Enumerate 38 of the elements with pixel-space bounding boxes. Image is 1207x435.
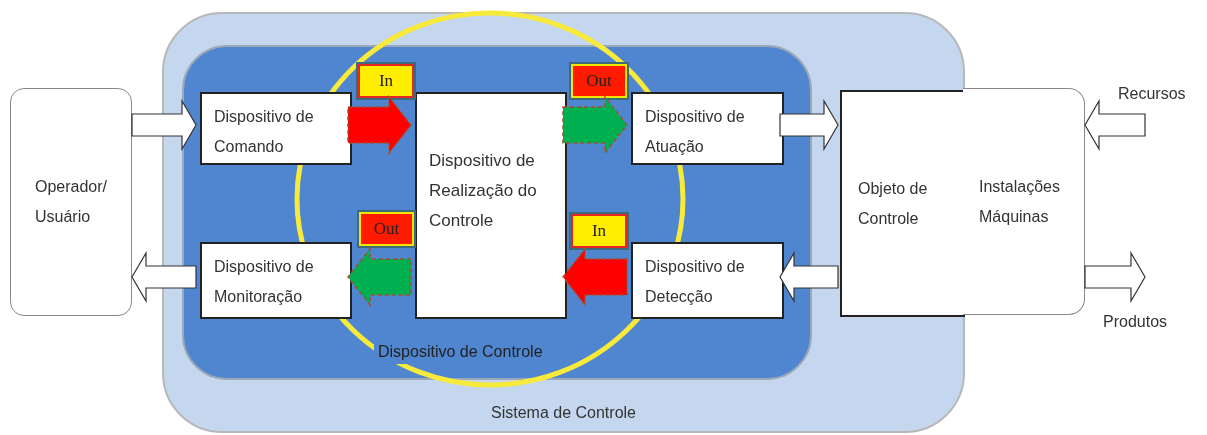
- tag-text: Out: [373, 218, 400, 241]
- node-label: Dispositivo de Comando: [214, 107, 315, 157]
- process-box: [631, 242, 784, 319]
- process-box: [10, 88, 132, 316]
- node-label: Dispositivo de Detecção: [645, 257, 746, 307]
- hollow-arrow: [131, 98, 197, 152]
- process-box: [963, 88, 1085, 315]
- block-arrow: [347, 94, 412, 156]
- hollow-arrow: [1084, 98, 1146, 152]
- tag-text: In: [378, 70, 394, 93]
- process-box: [200, 242, 352, 319]
- node-label: Operador/ Usuário: [35, 177, 109, 227]
- node-label: Dispositivo de Atuação: [645, 107, 746, 157]
- hollow-arrow: [779, 250, 839, 304]
- node-label: Dispositivo de Monitoração: [214, 257, 315, 307]
- system-panel: [162, 12, 965, 433]
- tag-text: Out: [586, 70, 612, 93]
- flow-label: Recursos: [1118, 84, 1186, 104]
- block-arrow: [562, 246, 628, 308]
- tag-text: In: [591, 220, 607, 243]
- tag-label: [358, 64, 414, 98]
- tag-label: [571, 64, 627, 98]
- tag-label: [571, 214, 627, 248]
- hollow-arrow: [1084, 250, 1146, 304]
- node-label: Instalações Máquinas: [979, 176, 1061, 227]
- block-arrow: [347, 246, 412, 308]
- hollow-arrow: [131, 250, 197, 304]
- process-box: [840, 90, 965, 317]
- flow-label: Produtos: [1103, 312, 1168, 332]
- block-arrow: [562, 94, 628, 156]
- node-label: Sistema de Controle: [490, 403, 637, 423]
- process-box: [631, 92, 784, 165]
- process-box: [415, 92, 567, 319]
- tag-label: [359, 212, 414, 246]
- node-label: Dispositivo de Realização do Controle: [429, 150, 538, 232]
- node-label: Objeto de Controle: [858, 178, 929, 229]
- hollow-arrow: [779, 98, 839, 152]
- process-box: [200, 92, 352, 165]
